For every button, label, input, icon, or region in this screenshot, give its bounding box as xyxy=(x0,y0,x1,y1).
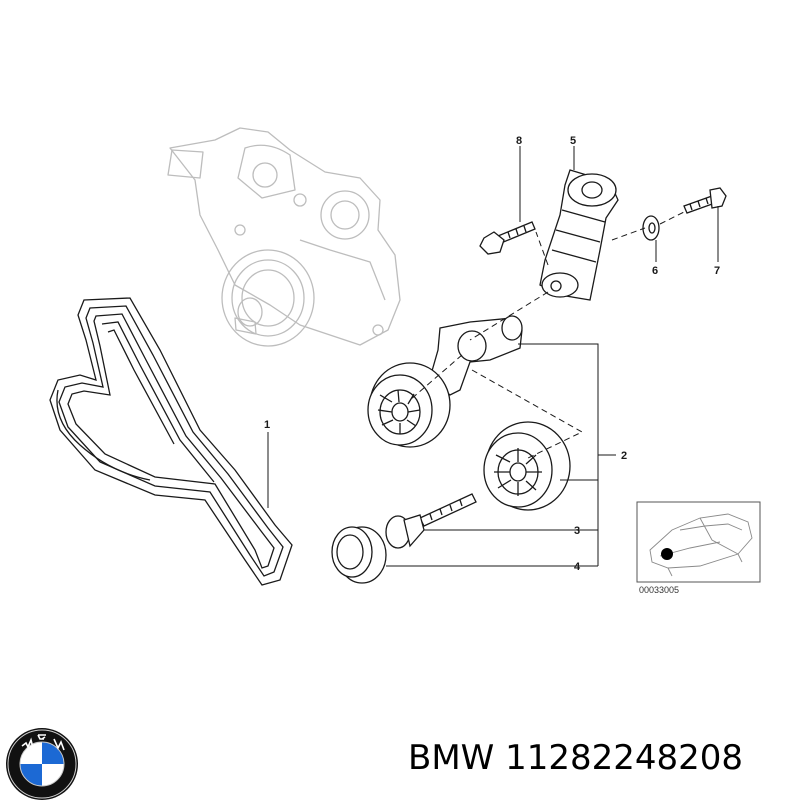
water-pump-ghost xyxy=(167,127,401,347)
bolt-short xyxy=(479,221,536,255)
inset-reference: 00033005 xyxy=(639,585,679,595)
callout-3: 3 xyxy=(574,525,580,537)
pulley-cap xyxy=(331,526,387,584)
idler-pulley-lower xyxy=(483,421,571,511)
tensioner-damper xyxy=(539,169,619,301)
part-number-heading: BMW 11282248208 xyxy=(408,738,792,778)
callout-8: 8 xyxy=(516,135,522,147)
leader-lines xyxy=(267,146,719,567)
bmw-roundel-icon xyxy=(6,728,78,800)
assembly-dashes xyxy=(409,211,685,459)
location-marker-icon xyxy=(661,548,673,560)
callout-5: 5 xyxy=(570,135,576,147)
callout-4: 4 xyxy=(574,561,581,573)
tensioner-bracket xyxy=(429,315,523,396)
part-number: 11282248208 xyxy=(505,738,744,778)
vehicle-location-inset: 00033005 xyxy=(636,501,761,595)
bolt-long xyxy=(385,493,477,549)
callout-6: 6 xyxy=(652,265,658,277)
part-brand: BMW xyxy=(408,738,495,778)
washer xyxy=(642,215,660,241)
callout-2: 2 xyxy=(621,450,627,462)
bolt-washer-side xyxy=(683,187,727,214)
idler-pulley-upper xyxy=(367,362,451,448)
callout-7: 7 xyxy=(714,265,720,277)
callout-1: 1 xyxy=(264,419,270,431)
drive-belt xyxy=(49,297,293,586)
